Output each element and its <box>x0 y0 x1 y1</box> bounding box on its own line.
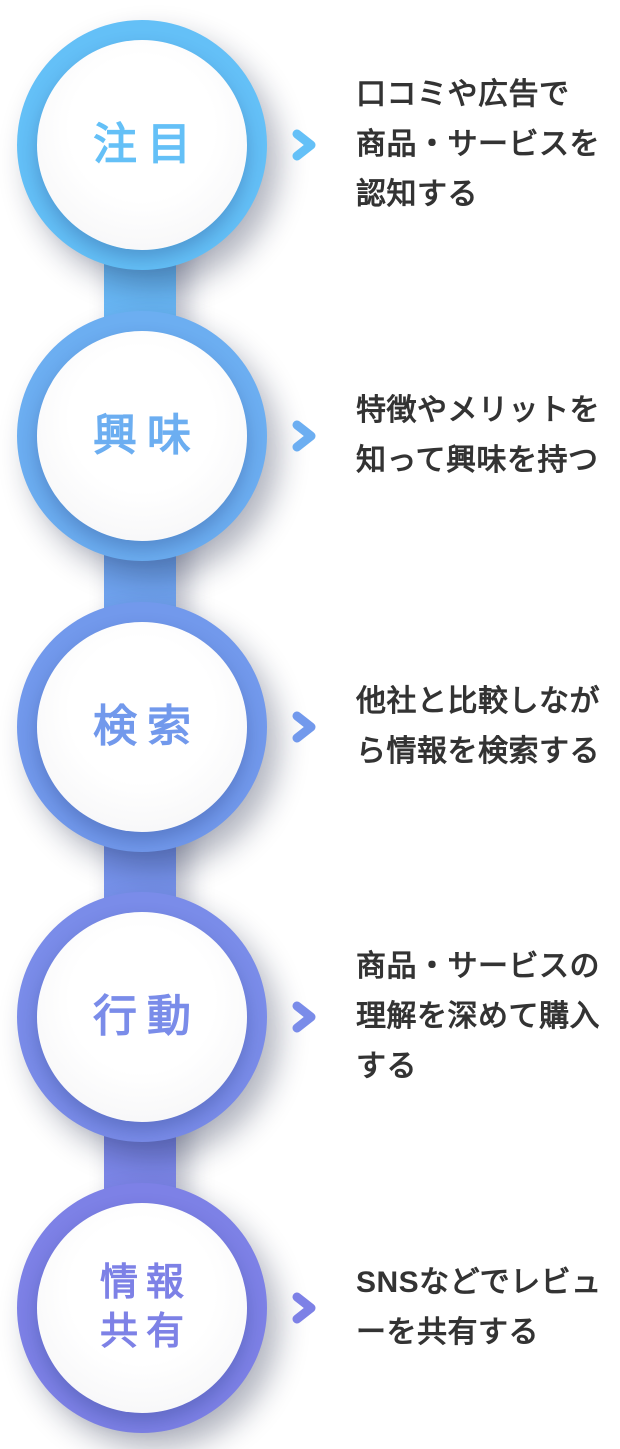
stage-circle-interest: 興味 <box>17 311 267 561</box>
stage-description-attention: 口コミや広告で 商品・サービスを 認知する <box>356 78 600 211</box>
stage-action: 行動 商品・サービスの 理解を深めて購入 する <box>0 892 620 1142</box>
stage-circle-inner: 検索 <box>37 622 247 832</box>
stage-description-search: 他社と比較しなが ら情報を検索する <box>356 685 600 768</box>
stage-circle-inner: 興味 <box>37 331 247 541</box>
stage-label-share: 情報 共有 <box>99 1261 192 1353</box>
stage-description-action: 商品・サービスの 理解を深めて購入 する <box>356 950 600 1083</box>
stage-description-share: SNSなどでレビュ ーを共有する <box>356 1266 602 1349</box>
stage-circle-attention: 注目 <box>17 20 267 270</box>
stage-circle-search: 検索 <box>17 602 267 852</box>
stage-label-interest: 興味 <box>93 411 201 461</box>
stage-circle-share: 情報 共有 <box>17 1183 267 1433</box>
chevron-right-icon <box>292 1001 316 1033</box>
chevron-right-icon <box>292 1292 316 1324</box>
chevron-right-icon <box>292 420 316 452</box>
stage-interest: 興味 特徴やメリットを 知って興味を持つ <box>0 311 620 561</box>
stage-circle-inner: 行動 <box>37 912 247 1122</box>
stage-label-search: 検索 <box>93 702 201 752</box>
stage-label-action: 行動 <box>93 992 201 1042</box>
stage-circle-inner: 情報 共有 <box>37 1203 247 1413</box>
stage-attention: 注目 口コミや広告で 商品・サービスを 認知する <box>0 20 620 270</box>
chevron-right-icon <box>292 129 316 161</box>
stage-circle-action: 行動 <box>17 892 267 1142</box>
stage-share: 情報 共有 SNSなどでレビュ ーを共有する <box>0 1183 620 1433</box>
stage-search: 検索 他社と比較しなが ら情報を検索する <box>0 602 620 852</box>
stage-label-attention: 注目 <box>93 120 201 170</box>
stage-circle-inner: 注目 <box>37 40 247 250</box>
stage-description-interest: 特徴やメリットを 知って興味を持つ <box>356 394 600 477</box>
chevron-right-icon <box>292 711 316 743</box>
